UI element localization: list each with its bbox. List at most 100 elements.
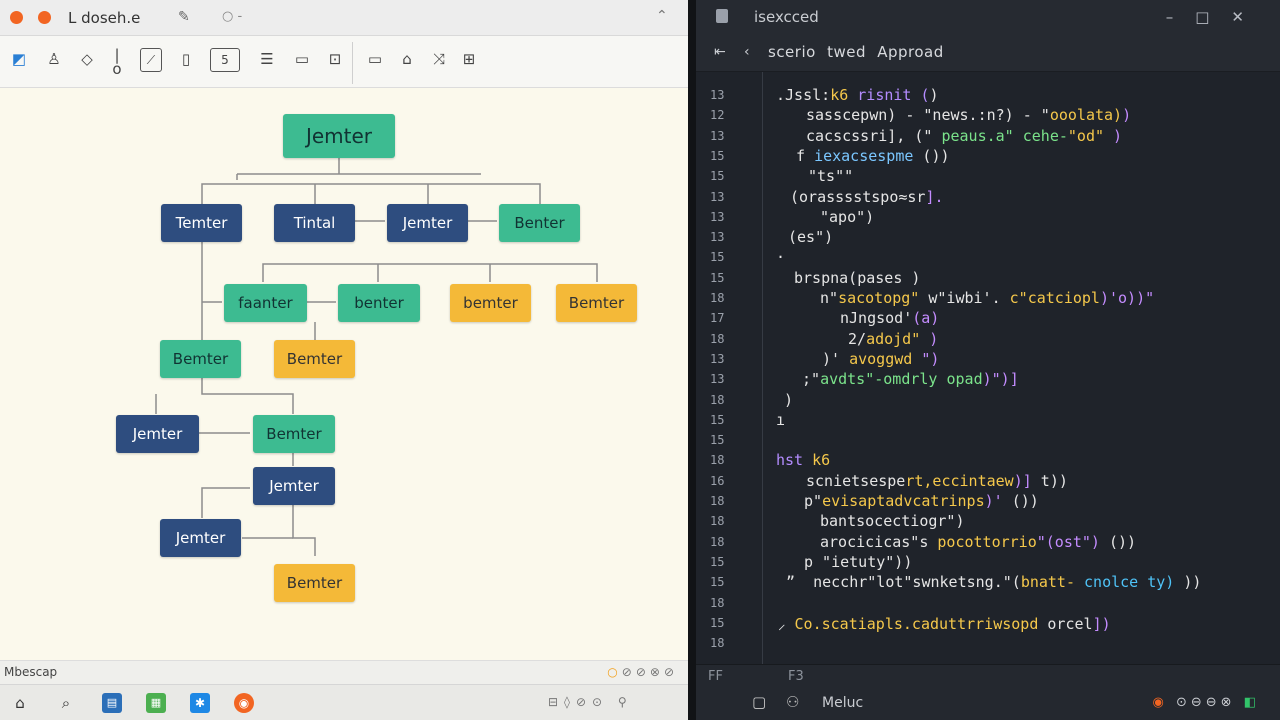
connector-icon[interactable]: |o (112, 46, 122, 78)
code-line: cacscssri], (" peaus.a" cehe-"od" ) (806, 127, 1122, 145)
code-line: n"sacotopg" w"iwbi'. c"catciopl)'o))" (820, 289, 1154, 307)
code-token: )' (822, 349, 850, 368)
code-token: w"iwbi'. (919, 289, 1010, 307)
code-token: risnit ( (848, 86, 930, 104)
shape-rect-icon[interactable]: ▭ (367, 50, 383, 68)
line-number: 15 (710, 554, 725, 569)
code-token: bnatt- (1020, 573, 1075, 592)
code-token: ) (920, 329, 939, 348)
draw-tool-icon[interactable]: ⟋ (140, 48, 162, 72)
node-r1b[interactable]: Tintal (274, 204, 355, 242)
window-controls[interactable]: –□✕ (1165, 8, 1266, 26)
node-r5a[interactable]: Jemter (253, 467, 335, 505)
line-number: 16 (710, 473, 725, 488)
frame-icon[interactable]: ⊡ (328, 50, 342, 68)
code-token: (orasssstspo≈sr (790, 187, 926, 206)
node-r7a[interactable]: Bemter (274, 564, 355, 602)
minimize-dot-icon[interactable] (38, 11, 51, 24)
chevron-left-icon[interactable]: ‹ (744, 44, 750, 60)
page-icon[interactable]: ▯ (181, 50, 191, 68)
node-r4b[interactable]: Bemter (253, 415, 335, 453)
search-icon[interactable]: ⌕ (61, 694, 71, 712)
node-r2a[interactable]: faanter (224, 284, 307, 322)
code-line: bantsocectiogr") (820, 512, 965, 530)
node-r1a[interactable]: Temter (161, 204, 242, 242)
node-r2b[interactable]: benter (338, 284, 420, 322)
node-r3a[interactable]: Bemter (160, 340, 241, 378)
node-root[interactable]: Jemter (283, 114, 395, 158)
code-token: hst (776, 451, 813, 470)
user-icon[interactable]: ⚇ (786, 693, 800, 711)
chevron-up-icon[interactable]: ⌃ (656, 8, 668, 24)
home-icon[interactable]: ⌂ (15, 694, 25, 712)
code-token: 2/ (848, 329, 867, 348)
code-token: ]. (925, 187, 944, 206)
close-dot-icon[interactable] (10, 11, 23, 24)
status-left: FF (708, 669, 723, 684)
code-token: ooolata) (1049, 106, 1123, 125)
code-line: scnietsespert,eccintaew)] t)) (806, 472, 1068, 490)
browser-icon[interactable]: ▤ (102, 693, 122, 713)
node-r6a[interactable]: Jemter (160, 519, 241, 557)
code-token: Co.scatiapls.caduttrriwsopd (794, 614, 1039, 633)
layers-icon[interactable]: ☰ (260, 50, 274, 68)
code-line: ) (784, 391, 793, 409)
node-r3b[interactable]: Bemter (274, 340, 355, 378)
folder-icon[interactable]: ◩ (11, 50, 27, 68)
node-r1d[interactable]: Benter (499, 204, 580, 242)
code-token: evisaptadvcatrinps (822, 492, 985, 510)
line-number: 13 (710, 209, 725, 224)
code-token: ;" (802, 370, 821, 389)
editor-breadcrumb: scerio twed Approad (768, 43, 944, 61)
edit-icon[interactable]: ✎ (178, 9, 190, 25)
grid-icon[interactable]: ⊞ (462, 50, 476, 68)
line-number: 17 (710, 311, 725, 326)
code-token: "od" (1067, 126, 1105, 145)
diagram-canvas[interactable]: Jemter Temter Tintal Jemter Benter faant… (0, 88, 688, 660)
code-token: ” necchr"lot"swnketsng."( (786, 573, 1021, 592)
pane-divider[interactable] (688, 0, 696, 720)
code-token: "(ost") (1036, 532, 1100, 551)
code-token: scnietsespe (806, 471, 906, 490)
code-line: ” necchr"lot"swnketsng."(bnatt- cnolce t… (786, 573, 1201, 591)
code-line: arocicicas"s pocottorrio"(ost") ()) (820, 533, 1136, 551)
left-tab-secondary[interactable]: ○ - (222, 9, 243, 24)
code-token: "apo") (820, 207, 875, 226)
number-box[interactable]: 5 (210, 48, 240, 72)
node-r2c[interactable]: bemter (450, 284, 531, 322)
code-token: )) (1174, 573, 1202, 592)
exit-icon[interactable]: ⇤ (714, 44, 726, 60)
app-icon[interactable]: ✱ (190, 693, 210, 713)
bell-icon[interactable]: ♙ (47, 50, 61, 68)
line-number: 13 (710, 189, 725, 204)
line-number: 13 (710, 372, 725, 387)
files-icon[interactable]: ▦ (146, 693, 166, 713)
code-line: f iexacsespme ()) (796, 147, 950, 165)
code-token: cnolce ty) (1075, 573, 1175, 592)
orange-app-icon[interactable]: ◉ (234, 693, 254, 713)
home-shape-icon[interactable]: ⌂ (402, 50, 412, 68)
chat-icon[interactable]: ▢ (752, 693, 767, 711)
code-token: .Jssl: (776, 86, 831, 104)
line-number: 13 (710, 128, 725, 143)
line-number: 18 (710, 453, 725, 468)
code-token: adojd" (866, 329, 921, 348)
code-line: 2/adojd" ) (848, 330, 938, 348)
code-token: "ts"" (808, 167, 854, 186)
code-token: orcel (1038, 614, 1093, 633)
line-number: 18 (710, 331, 725, 346)
code-token: · (776, 248, 786, 267)
node-r2d[interactable]: Bemter (556, 284, 637, 322)
pen-icon[interactable]: ⤨ (432, 50, 445, 68)
node-r1c[interactable]: Jemter (387, 204, 468, 242)
device-icon[interactable]: ▭ (294, 50, 310, 68)
node-r4a[interactable]: Jemter (116, 415, 199, 453)
code-token: p "ietuty")) (804, 552, 913, 571)
right-statusbar: FF F3 ▢ ⚇ Meluc ◉ ⊙⊖⊖⊗ ◧ (696, 664, 1280, 720)
code-token: )] (1013, 471, 1032, 490)
code-token: iexacsespme (814, 146, 914, 165)
line-number: 13 (710, 88, 725, 102)
line-number: 18 (710, 595, 725, 610)
diamond-icon[interactable]: ◇ (81, 50, 93, 68)
